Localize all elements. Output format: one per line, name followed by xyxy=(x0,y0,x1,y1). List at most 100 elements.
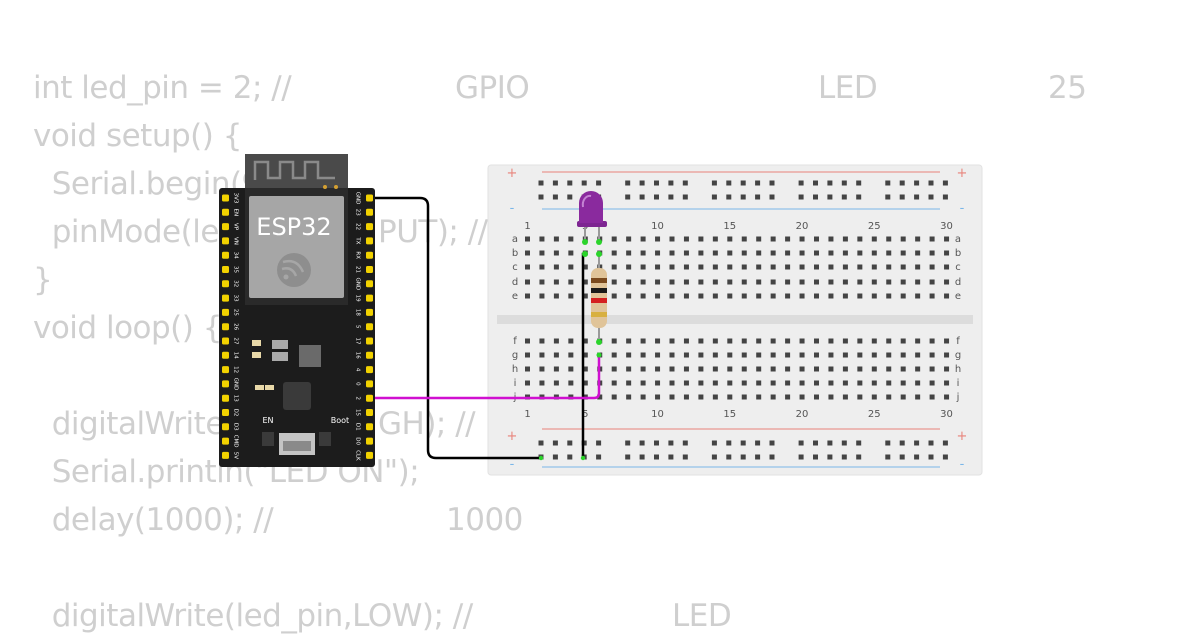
rail-hole[interactable] xyxy=(668,440,674,446)
esp32-pin[interactable] xyxy=(222,194,229,202)
breadboard-hole[interactable] xyxy=(842,236,848,242)
esp32-pin[interactable] xyxy=(222,451,229,459)
breadboard-hole[interactable] xyxy=(944,352,950,358)
rail-hole[interactable] xyxy=(711,454,717,460)
breadboard-hole[interactable] xyxy=(814,338,819,344)
breadboard-hole[interactable] xyxy=(814,250,819,256)
rail-hole[interactable] xyxy=(711,194,717,200)
esp32-pin[interactable] xyxy=(222,437,229,445)
rail-hole[interactable] xyxy=(813,194,818,200)
breadboard-hole[interactable] xyxy=(539,293,545,299)
breadboard-hole[interactable] xyxy=(915,366,921,372)
breadboard-hole[interactable] xyxy=(741,293,747,299)
breadboard-hole[interactable] xyxy=(525,250,530,256)
breadboard-hole[interactable] xyxy=(857,264,863,270)
breadboard-hole[interactable] xyxy=(669,236,675,242)
breadboard-hole[interactable] xyxy=(669,366,675,372)
breadboard-hole[interactable] xyxy=(871,264,877,270)
breadboard-hole[interactable] xyxy=(626,236,632,242)
rail-hole[interactable] xyxy=(885,454,891,460)
esp32-pin[interactable] xyxy=(222,266,229,273)
breadboard-hole[interactable] xyxy=(727,264,733,270)
breadboard-hole[interactable] xyxy=(900,394,906,400)
breadboard-hole[interactable] xyxy=(900,250,906,256)
breadboard-hole[interactable] xyxy=(568,352,574,358)
rail-hole[interactable] xyxy=(581,180,587,186)
esp32-pin[interactable] xyxy=(366,323,373,331)
esp32-pin[interactable] xyxy=(222,223,229,231)
breadboard-hole[interactable] xyxy=(640,366,646,372)
breadboard-hole[interactable] xyxy=(727,394,733,400)
breadboard-hole[interactable] xyxy=(929,338,935,344)
breadboard-hole[interactable] xyxy=(799,264,805,270)
rail-hole[interactable] xyxy=(914,180,920,186)
breadboard-hole[interactable] xyxy=(683,264,689,270)
breadboard-hole[interactable] xyxy=(582,338,588,344)
breadboard-hole[interactable] xyxy=(842,366,848,372)
breadboard-hole[interactable] xyxy=(915,352,921,358)
breadboard-hole[interactable] xyxy=(799,236,805,242)
breadboard-hole[interactable] xyxy=(741,250,747,256)
breadboard-hole[interactable] xyxy=(842,293,848,299)
breadboard-hole[interactable] xyxy=(770,236,776,242)
breadboard-hole[interactable] xyxy=(900,279,906,285)
breadboard-hole[interactable] xyxy=(683,380,689,386)
breadboard-hole[interactable] xyxy=(842,338,848,344)
breadboard-hole[interactable] xyxy=(814,394,819,400)
rail-hole[interactable] xyxy=(726,454,732,460)
breadboard-hole[interactable] xyxy=(611,250,617,256)
breadboard-hole[interactable] xyxy=(611,352,617,358)
breadboard-hole[interactable] xyxy=(915,293,921,299)
breadboard-hole[interactable] xyxy=(871,380,877,386)
breadboard-hole[interactable] xyxy=(857,250,863,256)
breadboard-hole[interactable] xyxy=(944,394,950,400)
breadboard-hole[interactable] xyxy=(712,394,718,400)
breadboard-hole[interactable] xyxy=(929,279,935,285)
rail-hole[interactable] xyxy=(928,440,934,446)
esp32-pin[interactable] xyxy=(366,237,373,245)
rail-hole[interactable] xyxy=(856,454,862,460)
breadboard-hole[interactable] xyxy=(929,380,935,386)
breadboard-hole[interactable] xyxy=(915,338,921,344)
breadboard-hole[interactable] xyxy=(611,279,617,285)
rail-hole[interactable] xyxy=(668,180,674,186)
rail-hole[interactable] xyxy=(726,180,732,186)
breadboard-hole[interactable] xyxy=(886,352,892,358)
breadboard-hole[interactable] xyxy=(669,264,675,270)
breadboard-hole[interactable] xyxy=(553,279,559,285)
breadboard-hole[interactable] xyxy=(915,250,921,256)
rail-hole[interactable] xyxy=(813,440,818,446)
breadboard-hole[interactable] xyxy=(814,264,819,270)
esp32-pin[interactable] xyxy=(222,394,229,402)
breadboard-hole[interactable] xyxy=(886,338,892,344)
rail-hole[interactable] xyxy=(552,194,558,200)
rail-hole[interactable] xyxy=(769,440,775,446)
breadboard-hole[interactable] xyxy=(756,279,762,285)
breadboard-hole[interactable] xyxy=(756,264,762,270)
esp32-pin[interactable] xyxy=(222,380,229,388)
esp32-pin[interactable] xyxy=(366,223,373,231)
breadboard-hole[interactable] xyxy=(553,366,559,372)
breadboard-hole[interactable] xyxy=(727,250,733,256)
breadboard-hole[interactable] xyxy=(842,264,848,270)
breadboard-hole[interactable] xyxy=(539,352,545,358)
rail-hole[interactable] xyxy=(899,180,905,186)
breadboard-hole[interactable] xyxy=(683,293,689,299)
breadboard-hole[interactable] xyxy=(886,293,892,299)
breadboard-hole[interactable] xyxy=(712,352,718,358)
breadboard-hole[interactable] xyxy=(698,293,704,299)
rail-hole[interactable] xyxy=(841,194,847,200)
breadboard-hole[interactable] xyxy=(597,394,603,400)
breadboard-hole[interactable] xyxy=(640,394,646,400)
breadboard-hole[interactable] xyxy=(553,264,559,270)
esp32-pin[interactable] xyxy=(366,394,373,402)
breadboard-hole[interactable] xyxy=(842,250,848,256)
breadboard-hole[interactable] xyxy=(669,352,675,358)
breadboard-hole[interactable] xyxy=(900,338,906,344)
breadboard-hole[interactable] xyxy=(525,279,530,285)
breadboard-hole[interactable] xyxy=(828,338,834,344)
rail-hole[interactable] xyxy=(755,180,761,186)
breadboard-hole[interactable] xyxy=(929,352,935,358)
rail-hole[interactable] xyxy=(885,440,891,446)
breadboard-hole[interactable] xyxy=(871,236,877,242)
